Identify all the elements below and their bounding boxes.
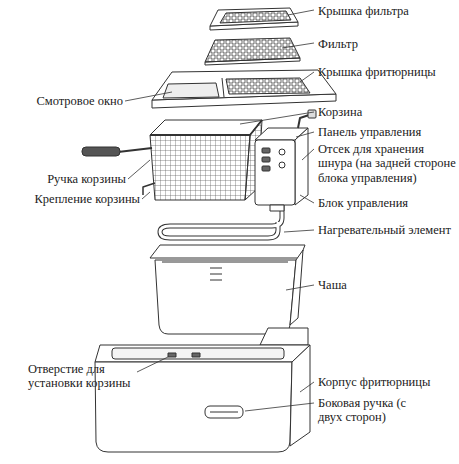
part-label: Крышка фритюрницы [318,65,456,79]
basket [150,120,262,135]
leader-lines [282,43,314,48]
bowl [155,260,296,334]
control-unit [262,157,270,162]
fryer-housing [112,348,284,359]
heating-element [160,205,282,238]
basket [150,120,262,135]
part-label: Блок управления [318,196,456,210]
fryer-housing [168,353,176,357]
fryer-housing [95,362,292,452]
control-unit [308,110,316,118]
part-label: Корпус фритюрницы [318,375,456,389]
bowl [162,262,288,263]
part-label: Чаша [318,278,456,292]
filter [205,38,300,65]
leader-lines [245,403,314,411]
part-label: Отсек для хранения шнура (на задней стор… [318,142,457,185]
fryer-housing [260,328,308,345]
fryer-lid [152,70,336,100]
leader-lines [302,149,314,160]
control-unit [262,166,270,171]
fryer-lid [222,78,224,97]
leader-lines [300,382,314,392]
part-label: Боковая ручка (с двух сторон) [318,396,428,425]
part-label: Крепление корзины [5,192,140,206]
part-label: Ручка корзины [5,172,126,186]
leader-lines [284,230,314,232]
heating-element [160,205,282,238]
leader-lines [125,10,314,411]
fryer-housing [95,345,310,362]
unit-bracket [270,205,284,211]
part-label: Панель управления [318,125,456,139]
bowl [150,245,305,334]
fryer-housing [210,412,238,413]
fryer-housing [192,353,200,357]
part-label: Корзина [318,105,456,119]
heating-element [160,205,282,238]
fryer-housing [290,345,310,446]
bowl [210,274,222,275]
control-unit [279,149,285,155]
basket [150,135,250,200]
leader-lines [300,195,314,203]
filter-lid [210,8,298,30]
part-label: Нагревательный элемент [318,223,456,237]
bowl [210,280,222,281]
side-handle [205,406,243,418]
leader-lines [142,192,150,199]
filter [205,38,300,62]
basket-handle [82,147,120,156]
basket [82,120,262,200]
leader-lines [125,92,172,101]
bowl [150,245,305,258]
part-label: Крышка фильтра [318,4,456,18]
control-unit [255,140,295,205]
control-unit [295,128,308,205]
leader-lines [128,160,150,179]
filter-slot [226,78,310,94]
fryer-lid [152,70,336,108]
part-label: Фильтр [318,37,456,51]
part-label: Отверстие для установки корзины [28,362,136,391]
leader-lines [137,357,168,372]
filter-lid [220,11,291,23]
basket [118,148,152,152]
viewing-window [163,83,219,98]
control-unit [262,148,270,153]
leader-lines [300,72,314,82]
filter-lid [210,8,298,26]
control-unit [279,162,285,168]
leader-lines [288,10,314,15]
leader-lines [240,112,314,124]
bowl [210,268,222,269]
part-label: Смотровое окно [5,94,123,108]
leader-lines [286,285,314,290]
control-unit [255,110,316,211]
leader-lines [296,132,314,137]
